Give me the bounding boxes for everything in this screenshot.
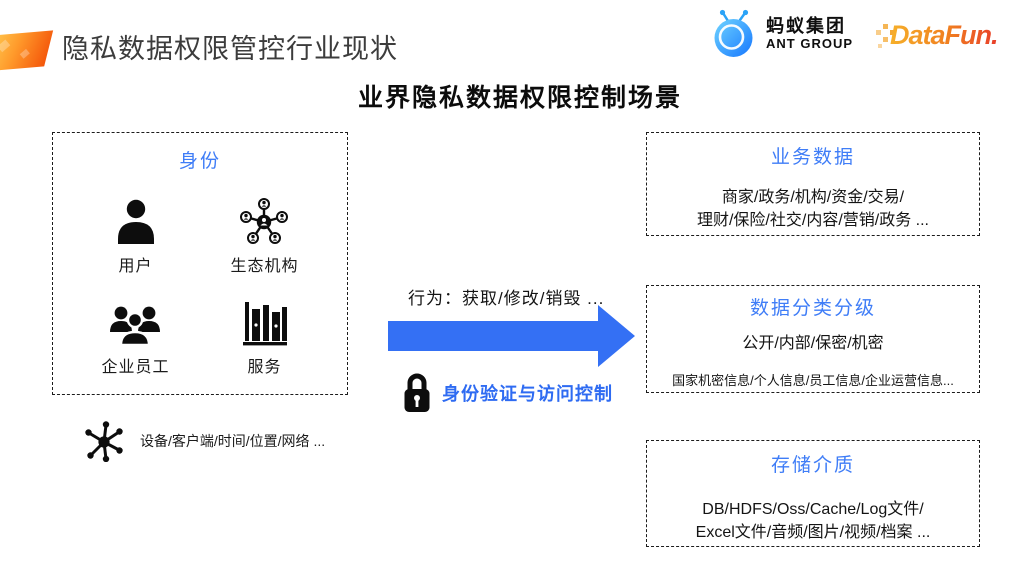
ant-group-wordmark: 蚂蚁集团 ANT GROUP	[766, 16, 853, 52]
datafun-wordmark: DataFun.	[890, 20, 999, 50]
ant-group-cn-label: 蚂蚁集团	[766, 16, 846, 37]
ant-head-icon	[710, 9, 758, 59]
data-classification-line: 公开/内部/保密/机密	[742, 335, 884, 352]
business-data-line: 商家/政务/机构/资金/交易/	[721, 189, 905, 206]
storage-medium-line: DB/HDFS/Oss/Cache/Log文件/	[702, 501, 924, 518]
data-classification-box: 数据分类分级 公开/内部/保密/机密 国家机密信息/个人信息/员工信息/企业运营…	[646, 285, 980, 393]
identity-box: 身份 用户	[52, 132, 348, 395]
datafun-logo: DataFun.	[874, 18, 1014, 58]
identity-grid: 用户	[53, 197, 347, 377]
storage-medium-box: 存储介质 DB/HDFS/Oss/Cache/Log文件/ Excel文件/音频…	[646, 440, 980, 547]
identity-item-employees: 企业员工	[101, 298, 169, 377]
service-icon	[242, 298, 288, 346]
data-classification-title: 数据分类分级	[749, 298, 876, 319]
datafun-pixel-decor	[878, 44, 882, 48]
network-nodes-icon	[85, 420, 123, 462]
brand-parallelogram-logo	[0, 30, 54, 72]
flow-arrow-icon	[388, 305, 635, 367]
access-control-label: 身份验证与访问控制	[442, 384, 613, 404]
behavior-label: 行为：获取/修改/销毁 ...	[408, 289, 605, 308]
user-icon	[115, 197, 157, 245]
identity-item-label: 生态机构	[230, 258, 299, 275]
datafun-pixel-decor	[883, 24, 888, 29]
data-classification-line: 国家机密信息/个人信息/员工信息/企业运营信息...	[672, 373, 954, 388]
business-data-title: 业务数据	[770, 147, 855, 168]
ant-group-en-label: ANT GROUP	[766, 35, 853, 51]
identity-item-label: 用户	[118, 258, 153, 275]
datafun-pixel-decor	[876, 30, 881, 35]
identity-item-user: 用户	[115, 197, 157, 276]
identity-item-label: 企业员工	[101, 359, 170, 376]
datafun-pixel-decor	[890, 30, 895, 35]
storage-medium-title: 存储介质	[770, 455, 855, 476]
lock-icon	[402, 372, 432, 414]
identity-box-title: 身份	[178, 151, 221, 172]
datafun-pixel-decor	[883, 37, 888, 42]
context-attributes-row: 设备/客户端/时间/位置/网络 ...	[85, 420, 325, 462]
context-attributes-label: 设备/客户端/时间/位置/网络 ...	[140, 433, 326, 449]
identity-item-service: 服务	[242, 298, 288, 377]
ant-group-logo: 蚂蚁集团 ANT GROUP	[710, 9, 853, 59]
business-data-line: 理财/保险/社交/内容/营销/政务 ...	[696, 212, 929, 229]
business-data-box: 业务数据 商家/政务/机构/资金/交易/ 理财/保险/社交/内容/营销/政务 .…	[646, 132, 980, 236]
storage-medium-line: Excel文件/音频/图片/视频/档案 ...	[695, 524, 931, 541]
identity-item-ecosystem: 生态机构	[230, 197, 298, 276]
employees-icon	[110, 298, 161, 346]
access-control-row: 身份验证与访问控制	[402, 372, 613, 414]
page-title: 隐私数据权限管控行业现状	[62, 34, 398, 64]
ecosystem-org-icon	[240, 197, 289, 245]
slide-subtitle: 业界隐私数据权限控制场景	[357, 84, 682, 112]
identity-item-label: 服务	[247, 359, 282, 376]
